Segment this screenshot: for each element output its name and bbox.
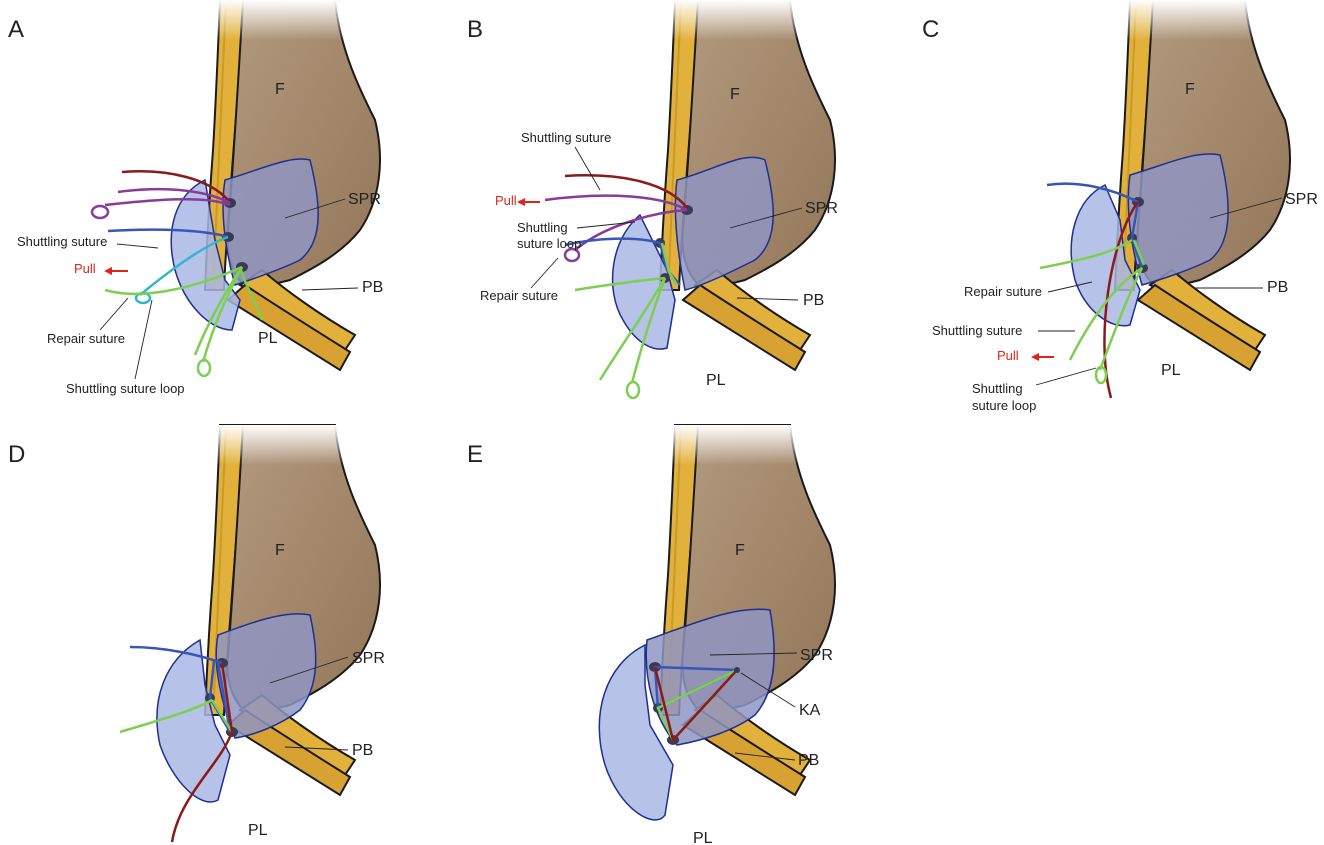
label-shuttling-loop-b2: suture loop	[517, 236, 581, 251]
label-shuttling-loop-a: Shuttling suture loop	[66, 381, 185, 396]
panel-letter-c: C	[922, 16, 939, 43]
panel-letter-e: E	[467, 441, 483, 468]
label-spr-a: SPR	[348, 191, 381, 208]
label-f-b: F	[730, 86, 740, 103]
label-spr-e: SPR	[800, 647, 833, 664]
leader-repair-suture-b	[531, 258, 558, 288]
pull-arrowhead-c	[1031, 353, 1039, 361]
leader-shuttling-suture-b	[575, 147, 600, 190]
panel-letter-b: B	[467, 16, 483, 43]
suture-green-loop-a	[198, 360, 210, 376]
knot-e	[734, 667, 740, 673]
label-pb-b: PB	[803, 292, 824, 309]
label-pl-a: PL	[258, 330, 278, 347]
label-shuttling-suture-c: Shuttling suture	[932, 323, 1022, 338]
label-pb-e: PB	[798, 752, 819, 769]
leader-repair-suture-a	[100, 298, 128, 330]
label-shuttling-loop-c2: suture loop	[972, 398, 1036, 413]
panel-d: D F SPR PB PL	[8, 425, 385, 842]
label-spr-d: SPR	[352, 650, 385, 667]
label-pb-d: PB	[352, 742, 373, 759]
pull-arrowhead-b	[517, 198, 525, 206]
label-ka-e: KA	[799, 702, 821, 719]
label-pl-b: PL	[706, 372, 726, 389]
label-pb-c: PB	[1267, 279, 1288, 296]
label-pull-a: Pull	[74, 261, 96, 276]
label-spr-b: SPR	[805, 200, 838, 217]
label-f-d: F	[275, 542, 285, 559]
label-repair-suture-b: Repair suture	[480, 288, 558, 303]
label-f-e: F	[735, 542, 745, 559]
leader-shuttling-loop-c	[1036, 368, 1096, 385]
label-pl-e: PL	[693, 830, 713, 845]
panel-letter-a: A	[8, 16, 24, 43]
leader-pb-a	[302, 288, 358, 290]
label-shuttling-suture-a: Shuttling suture	[17, 234, 107, 249]
label-pb-a: PB	[362, 279, 383, 296]
label-repair-suture-c: Repair suture	[964, 284, 1042, 299]
panel-e: E F SPR KA PB PL	[467, 425, 835, 845]
label-repair-suture-a: Repair suture	[47, 331, 125, 346]
label-shuttling-loop-c1: Shuttling	[972, 381, 1023, 396]
label-spr-c: SPR	[1285, 191, 1318, 208]
panel-c: C F SPR PB PL Repair suture Shuttling su…	[922, 0, 1318, 413]
pull-arrowhead-a	[104, 267, 112, 275]
label-f-a: F	[275, 81, 285, 98]
label-pull-b: Pull	[495, 193, 517, 208]
anatomy-d	[200, 425, 380, 795]
suture-green-loop-b	[627, 382, 639, 398]
leader-shuttling-loop-a	[135, 300, 152, 379]
suture-purple-loop-a	[92, 206, 108, 218]
label-f-c: F	[1185, 81, 1195, 98]
leader-shuttling-loop-b	[577, 222, 635, 228]
panel-letter-d: D	[8, 441, 25, 468]
panel-a: A F SPR PB PL Shuttling suture Pull R	[8, 0, 383, 396]
panel-b: B F SPR PB PL Shuttling suture Pull Shut…	[467, 0, 838, 398]
label-pl-d: PL	[248, 822, 268, 839]
label-pl-c: PL	[1161, 362, 1181, 379]
label-shuttling-loop-b1: Shuttling	[517, 220, 568, 235]
label-shuttling-suture-b: Shuttling suture	[521, 130, 611, 145]
label-pull-c: Pull	[997, 348, 1019, 363]
leader-shuttling-suture-a	[117, 244, 158, 248]
